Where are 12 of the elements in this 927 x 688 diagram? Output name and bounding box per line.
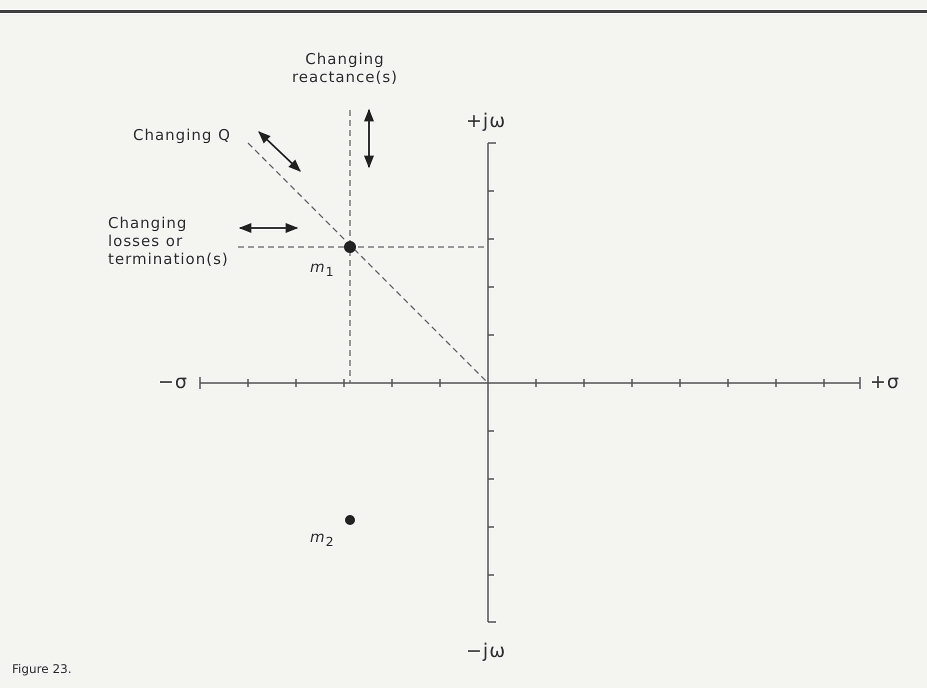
pole-label: m$_{2}$ [310,528,335,551]
annotation-text: Changing reactance(s) [290,50,400,86]
pole-label: m$_{1}$ [310,258,335,281]
pole-dot [345,515,355,525]
axis-label: +jω [466,112,506,130]
figure-caption: Figure 23. [12,661,72,678]
pole-dot [344,241,356,253]
annotation-text: Changing losses or termination(s) [108,214,228,268]
axis-label: −jω [466,642,506,660]
annotation-text: Changing Q [133,126,231,144]
axis-label: +σ [870,373,900,391]
axis-label: −σ [158,373,188,391]
